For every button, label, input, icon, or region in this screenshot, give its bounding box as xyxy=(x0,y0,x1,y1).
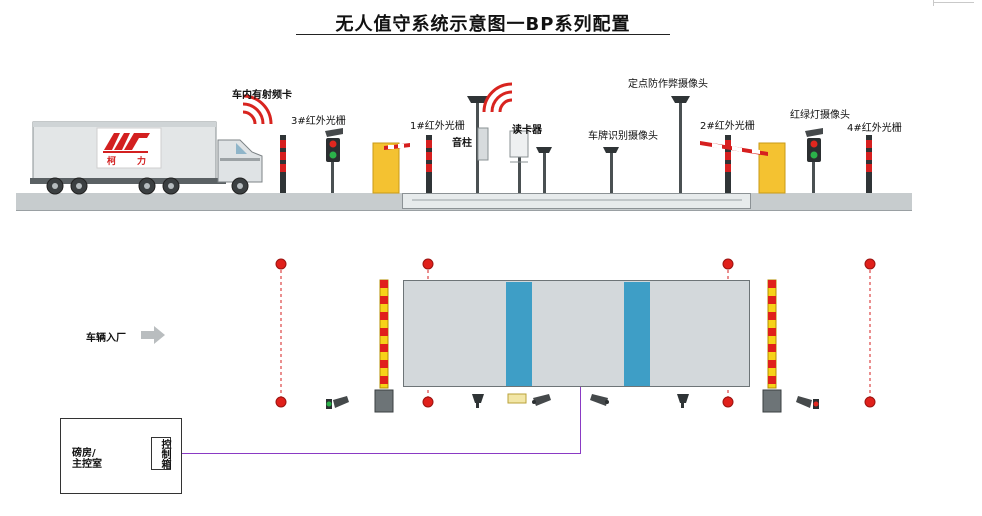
anti-cheat-camera-icon xyxy=(671,96,690,193)
control-room-label: 磅房/ 主控室 xyxy=(72,448,102,470)
traffic-light-right-plan-icon xyxy=(796,396,819,409)
plate-camera-2-plan-icon xyxy=(590,394,609,406)
barrier-gate-left-icon xyxy=(372,142,410,194)
traffic-light-right-icon xyxy=(805,128,823,193)
traffic-light-left-icon xyxy=(325,128,343,193)
signal-cable-vertical xyxy=(580,387,581,454)
weighbridge-pit xyxy=(402,193,751,209)
grating-plan-dots xyxy=(275,258,876,408)
reader-wave-icon xyxy=(482,82,513,113)
label-plate-camera: 车牌识别摄像头 xyxy=(588,131,658,142)
control-box-label: 控制箱 xyxy=(151,437,171,470)
rfid-wave-icon xyxy=(242,94,273,125)
deck-stripe-left xyxy=(506,282,532,386)
grating-1-pole xyxy=(426,135,432,193)
weighbridge-deck xyxy=(403,280,750,387)
label-ir-grating-2: 2#红外光栅 xyxy=(700,121,755,132)
label-card-reader: 读卡器 xyxy=(512,125,542,136)
card-reader-plan-icon xyxy=(507,393,527,404)
label-ir-grating-3: 3#红外光栅 xyxy=(291,116,346,127)
truck-logo-icon xyxy=(96,127,162,169)
label-ir-grating-1: 1#红外光栅 xyxy=(410,121,465,132)
title-underline xyxy=(296,34,670,35)
label-light-camera: 红绿灯摄像头 xyxy=(790,110,850,121)
barrier-arm-right-plan xyxy=(762,279,782,413)
truck-logo-char-1: 柯 xyxy=(107,157,117,167)
control-room-box xyxy=(60,418,182,494)
diagram-title: 无人值守系统示意图一BP系列配置 xyxy=(335,14,631,35)
corner-mark xyxy=(934,2,974,3)
label-vehicle-entry: 车辆入厂 xyxy=(86,333,126,344)
speaker-plan-icon xyxy=(472,394,484,408)
label-ir-grating-4: 4#红外光栅 xyxy=(847,123,902,134)
deck-stripe-right xyxy=(624,282,650,386)
speaker-column-icon xyxy=(467,96,489,193)
control-room-line-1: 磅房/ xyxy=(72,448,96,459)
card-reader-icon xyxy=(509,130,529,193)
grating-2-pole xyxy=(725,135,731,193)
control-room-line-2: 主控室 xyxy=(72,459,102,470)
anti-cheat-plan-icon xyxy=(677,394,689,408)
plate-camera-plan-icon xyxy=(532,394,551,406)
truck xyxy=(30,121,263,195)
truck-logo-char-2: 力 xyxy=(137,157,147,167)
barrier-gate-right-icon xyxy=(700,141,786,194)
barrier-arm-left-plan xyxy=(374,279,394,413)
entry-arrow-icon xyxy=(141,326,165,344)
plate-camera-2-icon xyxy=(603,147,619,193)
plate-camera-icon xyxy=(536,147,552,193)
grating-3-pole xyxy=(280,135,286,193)
label-anti-cheat-camera: 定点防作弊摄像头 xyxy=(628,79,708,90)
label-speaker-column: 音柱 xyxy=(452,138,472,149)
signal-cable-horizontal xyxy=(182,453,581,454)
grating-4-pole xyxy=(866,135,872,193)
label-rfid-card: 车内有射频卡 xyxy=(232,90,292,101)
traffic-light-left-plan-icon xyxy=(326,396,349,409)
corner-mark-tick xyxy=(933,0,934,6)
